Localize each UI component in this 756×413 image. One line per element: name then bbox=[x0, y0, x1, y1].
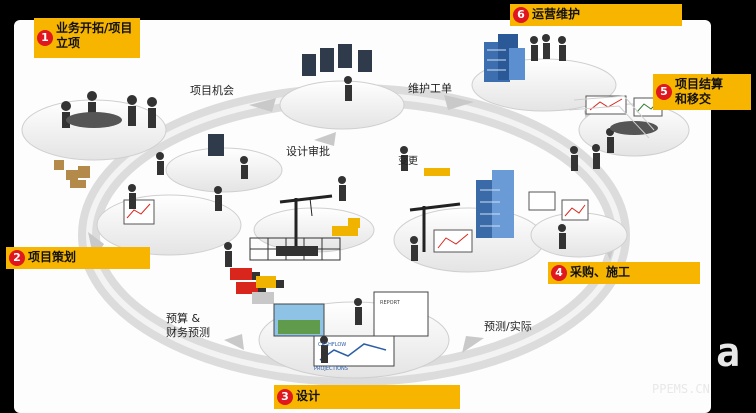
phase-5-badge: 5 bbox=[656, 84, 672, 100]
phase-2-box: 2 项目策划 bbox=[6, 247, 150, 269]
phase-2-badge: 2 bbox=[9, 250, 25, 266]
board-report: REPORT bbox=[380, 300, 400, 306]
phase-1-box: 1 业务开拓/项目 立项 bbox=[34, 18, 140, 58]
phase-3-box: 3 设计 bbox=[274, 385, 460, 409]
server-icons bbox=[208, 44, 372, 156]
crane-icon bbox=[276, 168, 461, 256]
flow-label-change: 变更 bbox=[398, 156, 418, 167]
phase-6-badge: 6 bbox=[513, 7, 529, 23]
meeting-table bbox=[66, 112, 122, 128]
flow-label-design-review: 设计审批 bbox=[286, 145, 330, 158]
phase-3-badge: 3 bbox=[277, 389, 293, 405]
phase-4-label: 采购、施工 bbox=[570, 265, 631, 279]
scaffold bbox=[249, 237, 341, 261]
flow-label-forecast: 预测/实际 bbox=[484, 320, 532, 333]
people-figures bbox=[61, 34, 614, 363]
watermark-logo-icon: a bbox=[716, 330, 741, 376]
board-cashflow: CASHFLOW bbox=[318, 342, 347, 348]
phase-4-box: 4 采购、施工 bbox=[548, 262, 700, 284]
lifecycle-scene bbox=[14, 20, 711, 413]
phase-6-label: 运营维护 bbox=[532, 7, 581, 21]
flow-label-maintenance-order: 维护工单 bbox=[408, 82, 452, 95]
phase-2-label: 项目策划 bbox=[28, 250, 77, 264]
phase-4-badge: 4 bbox=[551, 265, 567, 281]
phase-5-label: 项目结算 和移交 bbox=[675, 77, 724, 106]
truck-fleet-icon bbox=[230, 268, 284, 304]
phase-1-badge: 1 bbox=[37, 30, 53, 46]
supply-boxes bbox=[54, 160, 90, 188]
board-projections: PROJECTIONS bbox=[314, 366, 348, 372]
phase-6-box: 6 运营维护 bbox=[510, 4, 682, 26]
flow-label-opportunity: 项目机会 bbox=[190, 84, 234, 97]
buildings-icon bbox=[476, 34, 525, 238]
stairs bbox=[568, 95, 655, 139]
scene-art bbox=[21, 34, 690, 386]
flow-label-budget: 预算 & 财务预测 bbox=[166, 312, 210, 339]
phase-1-label: 业务开拓/项目 立项 bbox=[56, 21, 133, 50]
watermark-text: PPEMS.CN bbox=[652, 382, 710, 396]
phase-5-box: 5 项目结算 和移交 bbox=[653, 74, 751, 110]
phase-3-label: 设计 bbox=[296, 389, 321, 403]
